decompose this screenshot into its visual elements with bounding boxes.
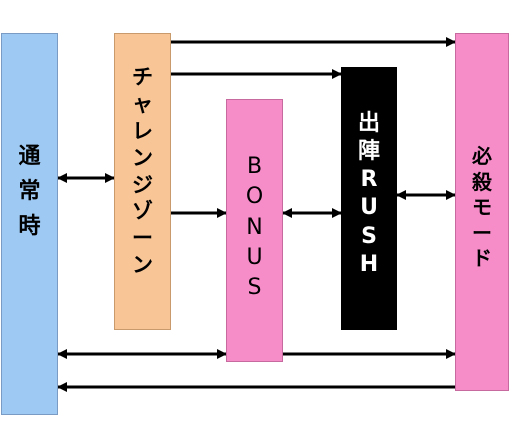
node-challenge-label: チャレンジゾーン — [132, 65, 153, 278]
node-normal-label: 通常時 — [18, 144, 41, 240]
node-challenge-zone: チャレンジゾーン — [114, 33, 171, 330]
node-hissatsu-label: 必殺モード — [472, 144, 492, 271]
node-hissatsu-mode: 必殺モード — [455, 33, 509, 391]
node-normal-state: 通常時 — [1, 33, 58, 415]
